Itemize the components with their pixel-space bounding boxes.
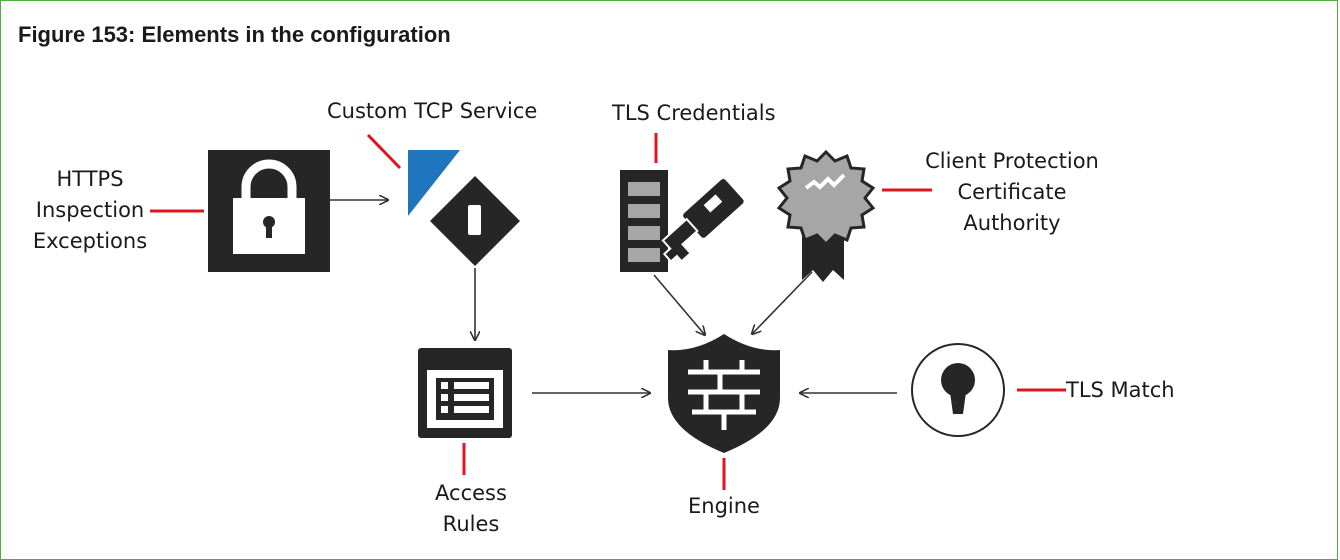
figure-title: Figure 153: Elements in the configuratio…: [18, 22, 451, 47]
engine-label: Engine: [688, 494, 760, 518]
https-exceptions-label-line-2: Inspection: [35, 198, 145, 222]
access-rules-label-line-2: Rules: [442, 512, 500, 536]
flow-arrows: [330, 200, 897, 393]
list-icon: [418, 348, 512, 438]
tls-credentials-label: TLS Credentials: [612, 101, 776, 125]
client-protection-label-line-3: Authority: [963, 211, 1061, 235]
callout-lines: [150, 133, 1066, 490]
https-exceptions-label: HTTPS Inspection Exceptions: [25, 164, 155, 257]
client-protection-label-line-2: Certificate: [957, 180, 1067, 204]
access-rules-label-line-1: Access: [435, 481, 507, 505]
https-exceptions-label-line-3: Exceptions: [32, 229, 148, 253]
access-rules-label: Access Rules: [416, 478, 526, 540]
keyhole-icon: [911, 343, 1005, 437]
custom-tcp-service-label: Custom TCP Service: [327, 99, 538, 123]
engine-shield-icon: [668, 334, 780, 453]
lock-icon: [208, 150, 330, 272]
key-icon: [620, 170, 746, 272]
client-protection-label-line-1: Client Protection: [925, 149, 1099, 173]
client-protection-ca-label: Client Protection Certificate Authority: [912, 146, 1112, 239]
https-exceptions-label-line-1: HTTPS: [56, 167, 124, 191]
certificate-badge-icon: [776, 149, 876, 282]
configuration-diagram: [150, 133, 1066, 490]
service-icon: [408, 150, 520, 266]
tls-match-label: TLS Match: [1066, 378, 1175, 402]
